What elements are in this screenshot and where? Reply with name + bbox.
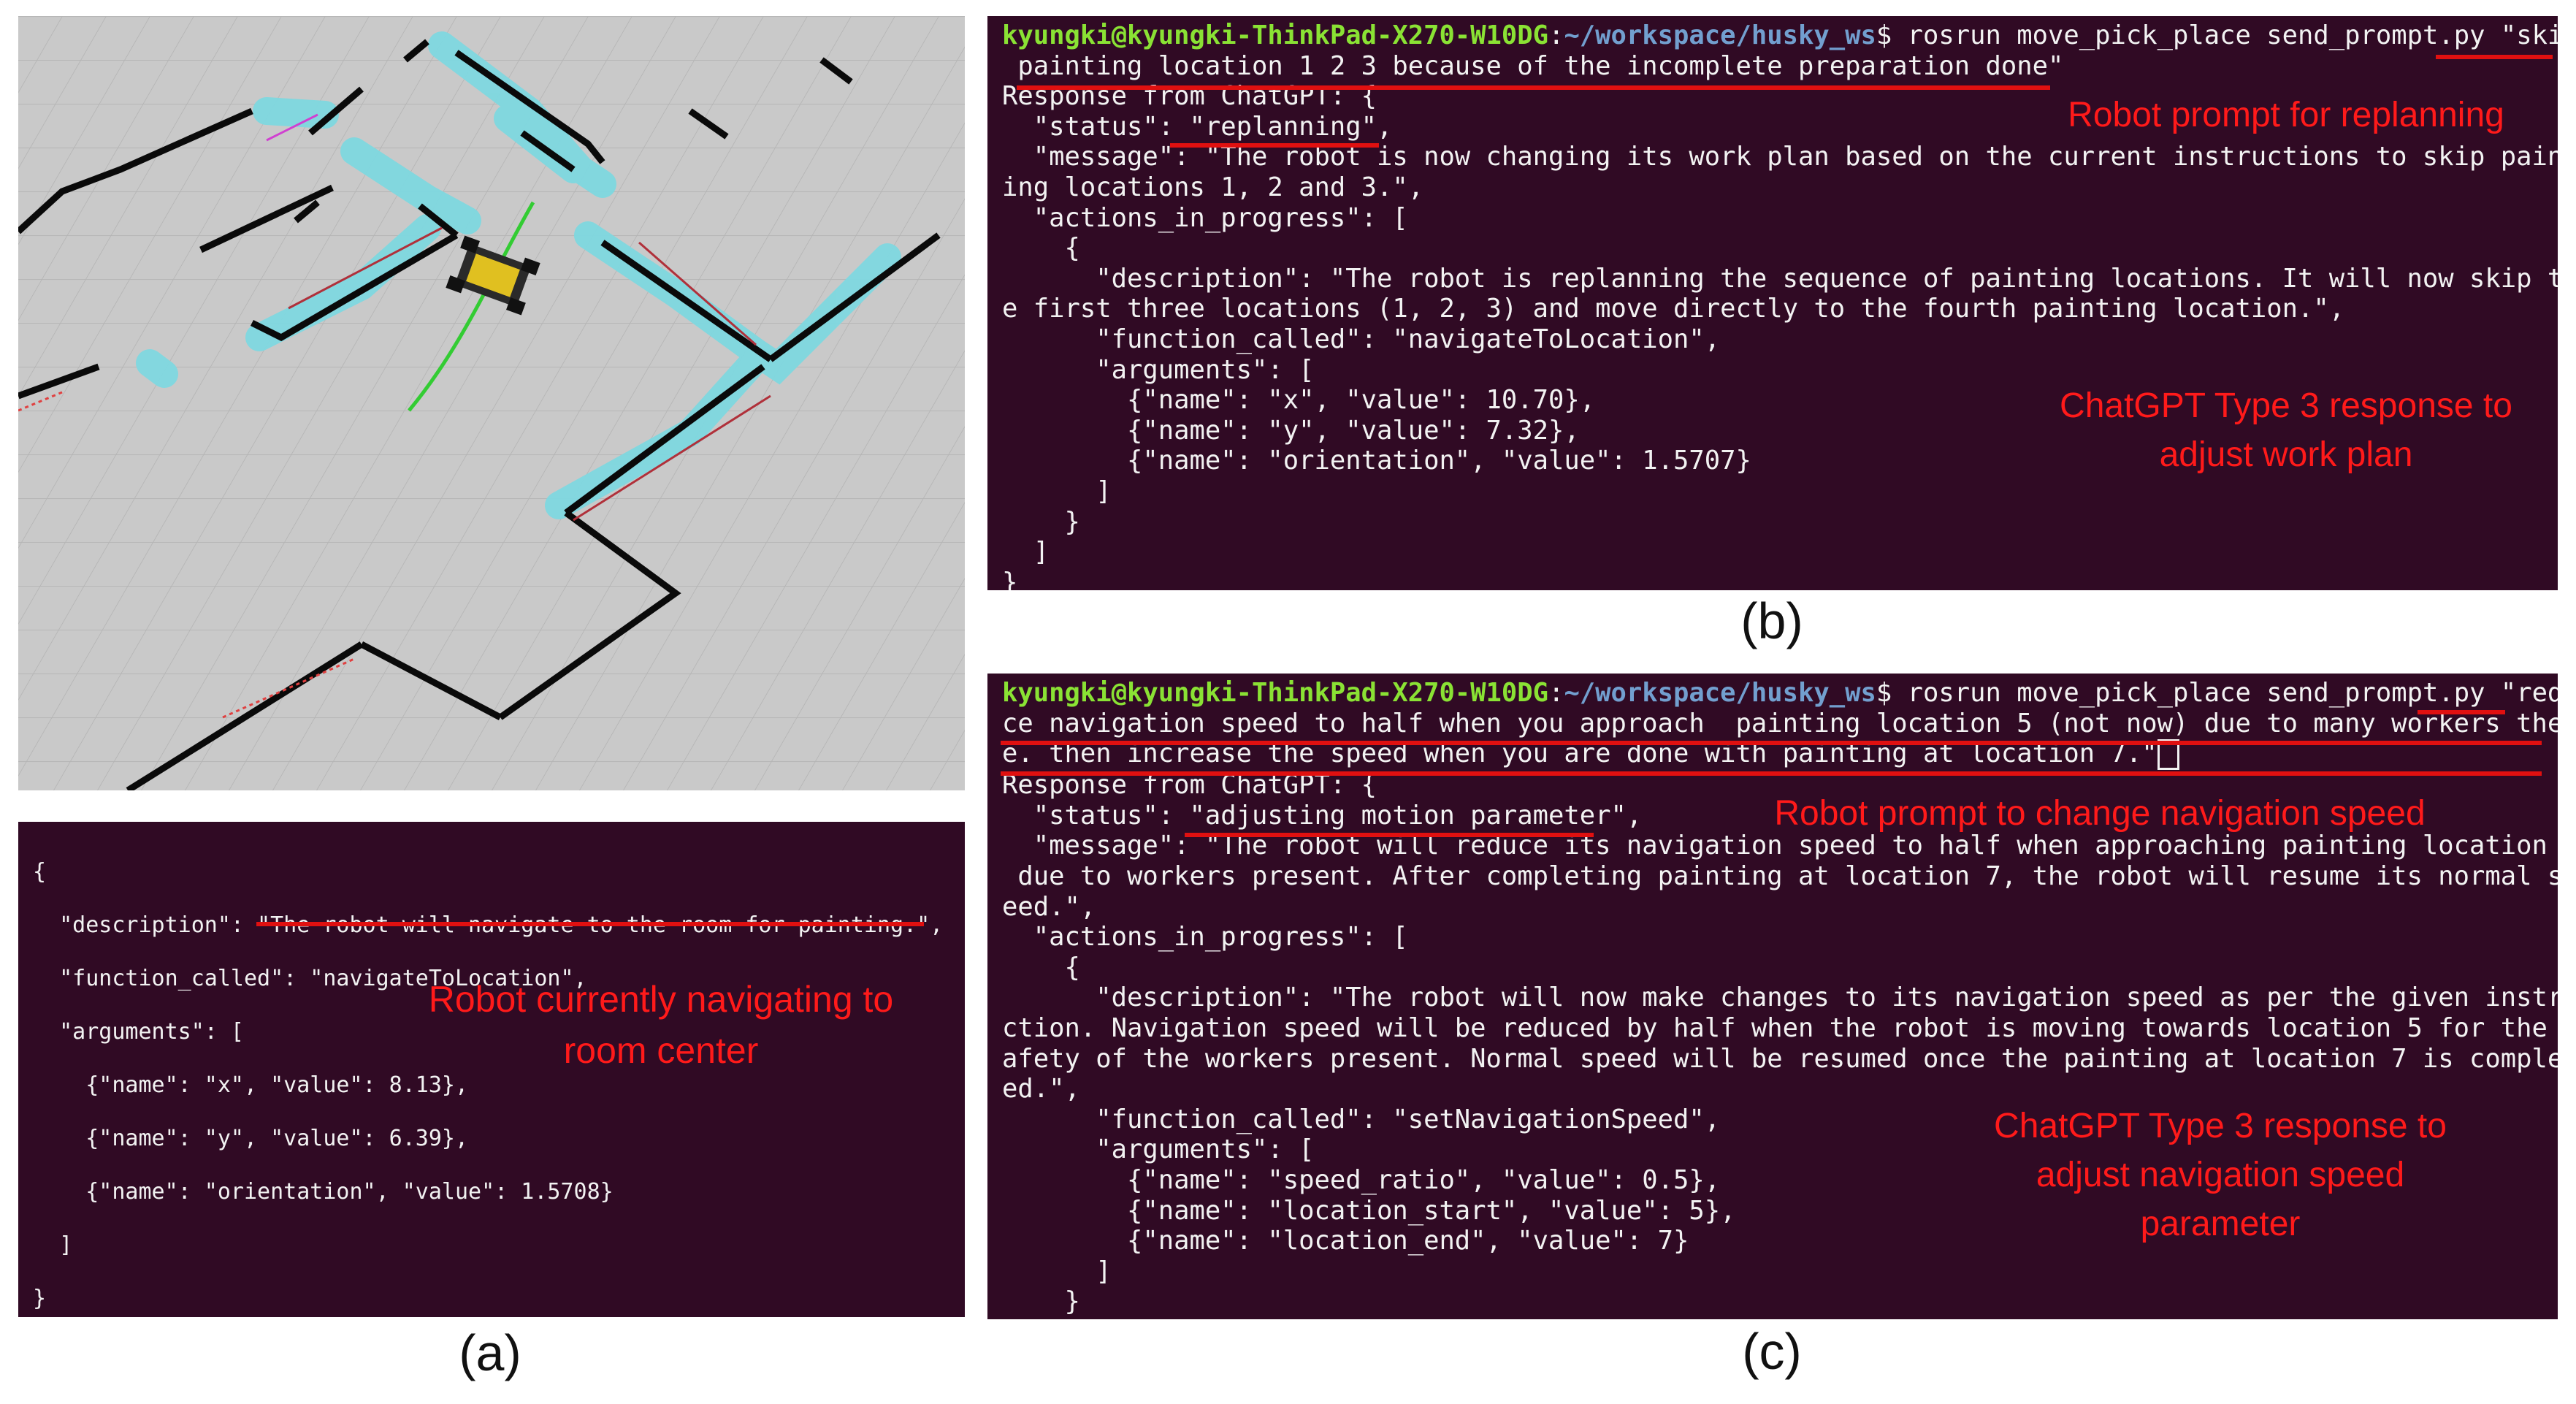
annotation-replanning: Robot prompt for replanning <box>2068 96 2504 134</box>
map-walls <box>15 39 941 793</box>
json-line: "arguments": [ <box>33 1019 244 1045</box>
prompt-path: ~/workspace/husky_ws <box>1564 678 1876 708</box>
terminal-line: ction. Navigation speed will be reduced … <box>1002 1012 2558 1043</box>
terminal-line: "actions_in_progress": [ <box>1002 202 1408 233</box>
terminal-line: {"name": "location_start", "value": 5}, <box>1002 1195 1736 1226</box>
json-line: } <box>33 1286 47 1311</box>
map-canvas <box>15 16 965 793</box>
annotation-type3-speed: ChatGPT Type 3 response to adjust naviga… <box>1994 1107 2447 1244</box>
annotation-underline <box>1017 85 2050 90</box>
terminal-line: "arguments": [ <box>1002 1134 1315 1165</box>
annotation-underline <box>1185 833 1594 837</box>
annotation-change-speed: Robot prompt to change navigation speed <box>1774 794 2426 833</box>
json-line: "function_called": "navigateToLocation", <box>33 966 587 991</box>
planned-path <box>408 201 535 412</box>
annotation-navigating: Robot currently navigating to room cente… <box>428 979 894 1071</box>
terminal-line: {"name": "y", "value": 7.32}, <box>1002 415 1580 446</box>
terminal-line: "function_called": "navigateToLocation", <box>1002 324 1721 354</box>
terminal-line: afety of the workers present. Normal spe… <box>1002 1043 2558 1074</box>
command-text: $ rosrun move_pick_place send_prompt.py … <box>1876 20 2558 50</box>
terminal-line: } <box>1002 506 1080 537</box>
husky-robot <box>446 235 540 316</box>
terminal-line: painting location 1 2 3 because of the i… <box>1002 50 2064 81</box>
terminal-line: } <box>1002 1286 1080 1317</box>
terminal-line: ce navigation speed to half when you app… <box>1002 708 2558 739</box>
json-line: {"name": "orientation", "value": 1.5708} <box>33 1179 614 1205</box>
prompt-path: ~/workspace/husky_ws <box>1564 20 1876 50</box>
rviz-map-view[interactable] <box>15 16 965 793</box>
annotation-underline <box>1001 771 2542 776</box>
json-line: {"name": "y", "value": 6.39}, <box>33 1126 469 1151</box>
terminal-line: ed.", <box>1002 1074 1080 1104</box>
annotation-underline <box>1170 143 1379 148</box>
terminal-line: e first three locations (1, 2, 3) and mo… <box>1002 294 2345 324</box>
panel-a-terminal: { "description": "The robot will navigat… <box>18 822 965 1317</box>
terminal-line: e. then increase the speed when you are … <box>1002 739 2158 769</box>
caption-b: (b) <box>1740 592 1803 649</box>
terminal-line: ] <box>1002 476 1112 506</box>
annotation-type3-workplan: ChatGPT Type 3 response to adjust work p… <box>2060 386 2512 475</box>
terminal-line: { <box>1002 952 1080 983</box>
prompt-user: kyungki@kyungki-ThinkPad-X270-W10DG <box>1002 678 1549 708</box>
json-line: ] <box>33 1232 73 1258</box>
caption-c: (c) <box>1742 1323 1802 1380</box>
terminal-line: { <box>1002 233 1080 264</box>
panel-a-json-text: { "description": "The robot will navigat… <box>33 845 965 1317</box>
json-line: { <box>33 859 47 885</box>
terminal-line: {"name": "orientation", "value": 1.5707} <box>1002 446 1751 476</box>
terminal-line: } <box>1002 567 1018 590</box>
annotation-underline <box>2418 710 2505 714</box>
prompt-user: kyungki@kyungki-ThinkPad-X270-W10DG <box>1002 20 1549 50</box>
annotation-underline <box>256 922 924 926</box>
panel-b-text: kyungki@kyungki-ThinkPad-X270-W10DG:~/wo… <box>1002 20 2558 590</box>
terminal-line: {"name": "speed_ratio", "value": 0.5}, <box>1002 1164 1721 1195</box>
terminal-line: "description": "The robot will now make … <box>1002 983 2558 1013</box>
terminal-line: "description": "The robot is replanning … <box>1002 263 2558 294</box>
terminal-line: {"name": "location_end", "value": 7} <box>1002 1226 1689 1256</box>
terminal-line: "actions_in_progress": [ <box>1002 922 1408 953</box>
panel-b-terminal: kyungki@kyungki-ThinkPad-X270-W10DG:~/wo… <box>987 16 2558 590</box>
command-text: $ rosrun move_pick_place send_prompt.py … <box>1876 678 2558 708</box>
terminal-line: {"name": "x", "value": 10.70}, <box>1002 385 1596 416</box>
terminal-line: ing locations 1, 2 and 3.", <box>1002 172 1424 202</box>
laser-scan-lines <box>18 113 771 719</box>
terminal-line: eed.", <box>1002 891 1096 922</box>
panel-c-terminal: kyungki@kyungki-ThinkPad-X270-W10DG:~/wo… <box>987 674 2558 1319</box>
annotation-underline <box>1001 741 2542 745</box>
terminal-line: ] <box>1002 1256 1112 1286</box>
json-line: {"name": "x", "value": 8.13}, <box>33 1072 469 1098</box>
terminal-line: due to workers present. After completing… <box>1002 861 2558 891</box>
terminal-cursor <box>2157 739 2179 771</box>
terminal-line: "status": "replanning", <box>1002 111 1393 142</box>
terminal-line: "status": "adjusting motion parameter", <box>1002 800 1643 831</box>
annotation-underline <box>2436 55 2553 59</box>
terminal-line: "function_called": "setNavigationSpeed", <box>1002 1104 1721 1134</box>
terminal-line: "arguments": [ <box>1002 354 1315 385</box>
caption-a: (a) <box>459 1324 521 1381</box>
terminal-line: ] <box>1002 537 1050 568</box>
panel-c-text: kyungki@kyungki-ThinkPad-X270-W10DG:~/wo… <box>1002 678 2558 1317</box>
